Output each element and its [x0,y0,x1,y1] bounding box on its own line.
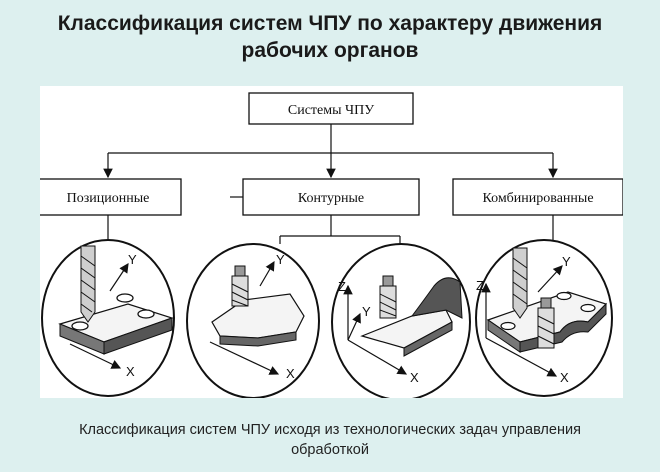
category-node-contour: Контурные [242,178,420,216]
title-line-1: Классификация систем ЧПУ по характеру дв… [57,12,603,35]
category-connectors [107,196,554,248]
category-label-positional: Позиционные [67,191,150,206]
illustration-combined: Z Y X [475,239,613,397]
caption-line-2: обработкой [291,442,369,458]
axis-y-label: Y [362,304,371,319]
axis-x-label: X [126,364,135,379]
category-label-contour: Контурные [298,191,364,206]
caption: Классификация систем ЧПУ исходя из техно… [30,420,630,460]
diagram-panel: Системы ЧПУ Позиционные Контурные Комбин… [40,86,623,398]
root-node: Системы ЧПУ [248,92,414,125]
title-line-2: рабочих органов [241,39,419,62]
category-label-combined: Комбинированные [482,191,593,206]
axis-y-label: Y [128,252,137,267]
category-node-combined: Комбинированные [452,178,623,216]
page-title: Классификация систем ЧПУ по характеру дв… [0,10,660,64]
axis-z-label: Z [338,279,346,294]
illustration-contour: X Y [186,243,320,398]
axis-y-label: Y [562,254,571,269]
category-node-positional: Позиционные [40,178,182,216]
illustration-positional: X Y [41,239,175,397]
classification-diagram: Системы ЧПУ Позиционные Контурные Комбин… [40,92,623,398]
tree-connectors [103,124,558,179]
illustration-contour-3d: Z Y X [331,243,471,398]
axis-x-label: X [410,370,419,385]
axis-y-label: Y [276,252,285,267]
root-label: Системы ЧПУ [288,103,374,118]
axis-x-label: X [560,370,569,385]
axis-z-label: Z [476,278,484,293]
axis-x-label: X [286,366,295,381]
caption-line-1: Классификация систем ЧПУ исходя из техно… [79,422,581,438]
